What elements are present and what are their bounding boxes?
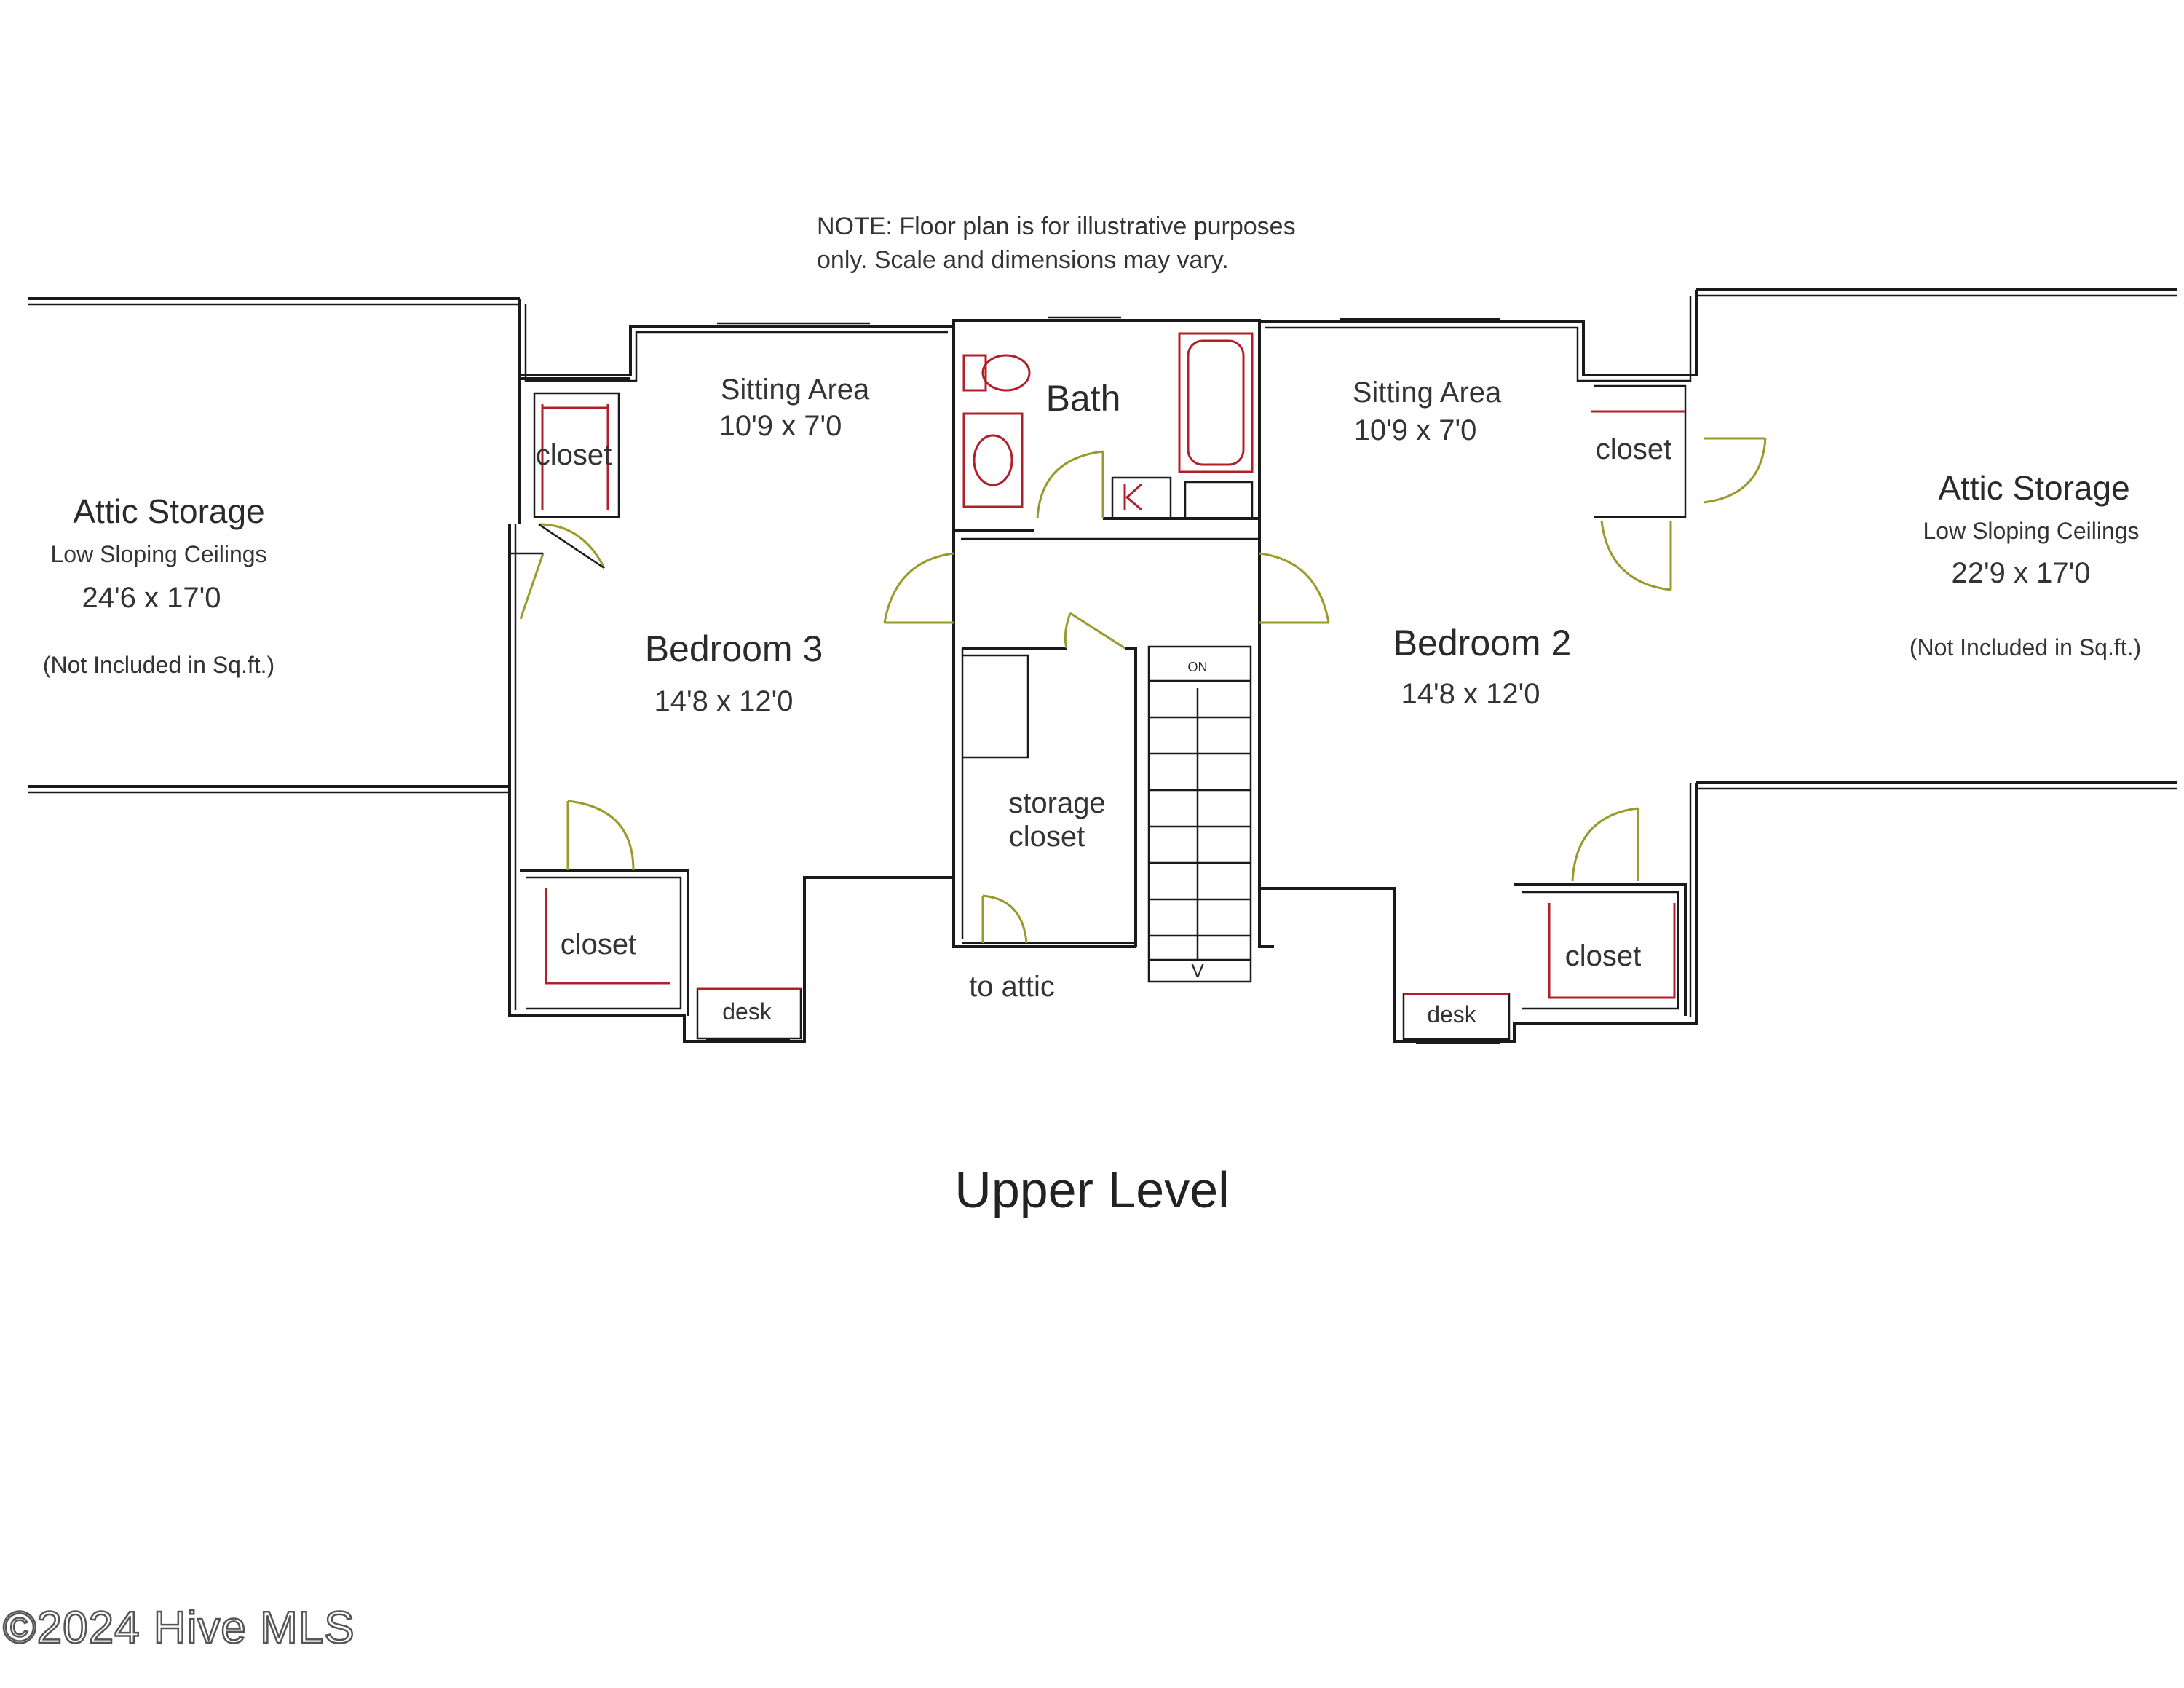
attic-storage-left-outline — [28, 297, 520, 794]
vanity-icon — [1111, 476, 1254, 520]
stair-top-label: ON — [1188, 660, 1208, 674]
sitting-right-title: Sitting Area — [1353, 376, 1502, 409]
windows — [706, 316, 1500, 1044]
closet-right-upper-label: closet — [1596, 433, 1672, 465]
attic-right-subtitle: Low Sloping Ceilings — [1923, 518, 2139, 544]
note-line-1: NOTE: Floor plan is for illustrative pur… — [817, 213, 1296, 240]
bath-title: Bath — [1046, 378, 1121, 419]
closet-left-lower-label: closet — [561, 928, 637, 961]
desk-right-label: desk — [1427, 1001, 1477, 1028]
level-title: Upper Level — [954, 1162, 1229, 1218]
storage-closet-line-1: storage — [1008, 787, 1105, 819]
staircase — [1147, 645, 1252, 983]
attic-right-dimensions: 22'9 x 17'0 — [1952, 557, 2091, 589]
bedroom2-title: Bedroom 2 — [1393, 623, 1572, 663]
attic-storage-right-outline — [1696, 288, 2177, 790]
sitting-right-dimensions: 10'9 x 7'0 — [1354, 414, 1477, 446]
attic-right-footnote: (Not Included in Sq.ft.) — [1910, 634, 2141, 660]
bedroom2-dimensions: 14'8 x 12'0 — [1401, 678, 1540, 710]
bedroom3-title: Bedroom 3 — [645, 628, 823, 669]
desk-left-label: desk — [722, 998, 772, 1025]
sink-icon — [962, 412, 1024, 508]
watermark: ©2024 Hive MLS — [3, 1603, 355, 1653]
sitting-left-dimensions: 10'9 x 7'0 — [719, 410, 842, 442]
desk-left-outline — [696, 987, 802, 1040]
closet-left-upper-label: closet — [536, 439, 612, 471]
bathtub-icon — [1178, 332, 1254, 473]
toilet-icon — [962, 354, 1031, 392]
attic-right-title: Attic Storage — [1938, 469, 2129, 507]
sitting-left-title: Sitting Area — [721, 374, 870, 406]
attic-left-dimensions: 24'6 x 17'0 — [82, 582, 221, 614]
door-swings — [510, 437, 1767, 944]
closet-rods — [541, 404, 1685, 999]
desk-right-outline — [1402, 993, 1511, 1041]
attic-left-footnote: (Not Included in Sq.ft.) — [43, 652, 274, 678]
to-attic-label: to attic — [969, 971, 1055, 1003]
attic-left-subtitle: Low Sloping Ceilings — [50, 541, 266, 567]
interior-walls — [520, 322, 1696, 1016]
stair-bottom-label: V — [1191, 960, 1204, 982]
note-line-2: only. Scale and dimensions may vary. — [817, 246, 1229, 274]
bedroom3-dimensions: 14'8 x 12'0 — [654, 685, 794, 717]
attic-left-title: Attic Storage — [73, 492, 264, 530]
storage-closet-line-2: closet — [1009, 821, 1085, 853]
closet-right-lower-label: closet — [1565, 940, 1642, 972]
